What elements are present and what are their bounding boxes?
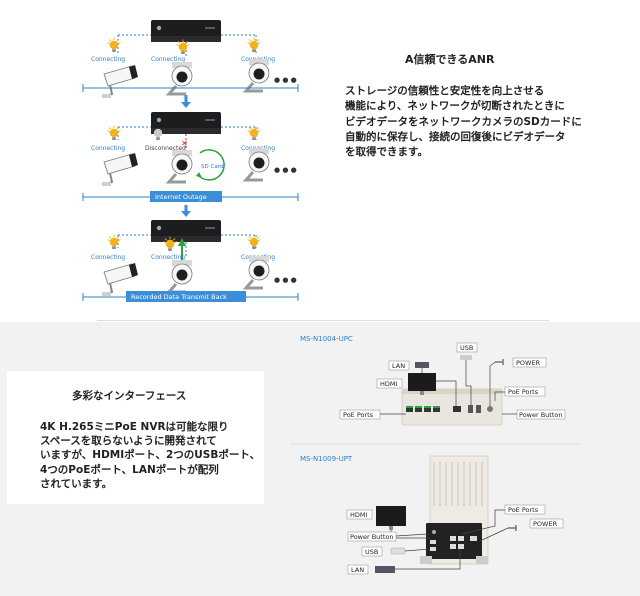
anr-title: A信頼できるANR — [405, 53, 495, 66]
connecting-label: Connecting — [151, 254, 185, 261]
lan-label-2: LAN — [351, 566, 364, 574]
usb-label-2: USB — [365, 548, 378, 556]
power-plug-icon — [508, 525, 517, 531]
disconnected-label: Disconnected — [145, 145, 186, 152]
usb-stick-icon — [390, 547, 406, 555]
poe-ports-label-left: PoE Ports — [343, 411, 374, 419]
usb-port — [476, 405, 481, 413]
poe-ports-label-right: PoE Ports — [508, 388, 539, 396]
bulb-icon — [107, 37, 121, 53]
interfaces-description-line: されています。 — [40, 477, 113, 490]
anr-panel-recovered: Connecting Connecting Connecting ● ● ● R… — [82, 220, 299, 302]
interfaces-description-line: 4K H.265ミニPoE NVRは可能な限り — [40, 421, 229, 433]
monitor-icon — [408, 373, 436, 391]
anr-description-line: 自動的に保存し、接続の回復後にビデオデータ — [345, 130, 566, 143]
anr-diagram: Connecting Connecting Connecting ● ● ● ✕… — [82, 20, 299, 302]
dome-camera-icon — [244, 57, 271, 93]
model-2-name: MS-N1009-UPT — [300, 455, 353, 463]
monitor-icon — [376, 506, 406, 526]
interfaces-description-line: いますが、HDMIポート、2つのUSBポート、 — [40, 449, 261, 462]
more-dots: ● ● ● — [274, 166, 297, 174]
internet-outage-band — [150, 191, 222, 202]
power-plug-icon — [495, 359, 504, 365]
disconnect-icon: ✕ — [181, 139, 188, 148]
bulb-icon — [107, 125, 121, 141]
power-label: POWER — [516, 359, 541, 367]
anr-section: Connecting Connecting Connecting ● ● ● ✕… — [82, 20, 610, 321]
usb-stick-icon — [460, 355, 472, 360]
model-2-diagram: MS-N1009-UPT HDMI PoE Ports POWER Power … — [300, 455, 564, 575]
interfaces-description-line: スペースを取らないように開発されて — [40, 435, 217, 448]
up-arrow-icon — [178, 238, 186, 246]
bulb-icon — [163, 236, 177, 252]
model-1-diagram: MS-N1004-UPC LAN USB POWER — [300, 335, 566, 426]
power-button-label: Power Button — [519, 411, 563, 419]
transmit-back-label: Recorded Data Transmit Back — [131, 293, 227, 301]
dome-camera-icon — [167, 258, 194, 294]
bulb-icon — [247, 234, 261, 250]
bulb-icon — [107, 234, 121, 250]
nvr-device — [151, 220, 221, 242]
internet-outage-label: Internet Outage — [155, 193, 207, 201]
more-dots: ● ● ● — [274, 76, 297, 84]
transmit-back-band — [126, 291, 246, 302]
usb-port — [468, 405, 473, 413]
hdmi-label-2: HDMI — [350, 511, 368, 519]
power-button-label-2: Power Button — [350, 533, 394, 541]
interfaces-description: 4K H.265ミニPoE NVRは可能な限り スペースを取らないように開発され… — [40, 420, 264, 491]
router-icon — [415, 362, 429, 368]
sd-card-cycle-icon — [198, 149, 225, 181]
anr-description: ストレージの信頼性と安定性を向上させる 機能により、ネットワークが切断されたとき… — [345, 84, 610, 160]
anr-description-line: ビデオデータをネットワークカメラのSDカードに — [345, 115, 582, 128]
power-label-2: POWER — [533, 520, 558, 528]
usb-label: USB — [460, 344, 473, 352]
interfaces-description-line: 4つのPoEポート、LANポートが配列 — [40, 463, 219, 476]
router-icon — [375, 566, 395, 573]
dome-camera-icon — [167, 60, 194, 96]
connecting-label: Connecting — [91, 145, 125, 152]
poe-ports-label-2: PoE Ports — [508, 506, 539, 514]
bullet-camera-icon — [101, 64, 139, 99]
bulb-icon — [176, 39, 190, 55]
section-divider — [97, 320, 549, 321]
anr-description-line: を取得できます。 — [345, 146, 428, 159]
bulb-icon — [247, 37, 261, 53]
down-arrow-icon — [181, 211, 191, 217]
poe-ports-group — [406, 406, 440, 412]
dome-camera-icon — [244, 254, 271, 290]
anr-panel-normal: Connecting Connecting Connecting ● ● ● — [82, 20, 299, 99]
bulb-icon — [247, 125, 261, 141]
connecting-label: Connecting — [91, 254, 125, 261]
anr-panel-outage: ✕ Connecting Disconnected Connecting SD … — [82, 112, 299, 202]
power-port — [487, 406, 493, 412]
lan-port — [453, 406, 461, 412]
down-arrow-icon — [181, 102, 191, 108]
connecting-label: Connecting — [151, 56, 185, 63]
interfaces-text-card — [7, 371, 264, 504]
connecting-label: Connecting — [91, 56, 125, 63]
model-1-name: MS-N1004-UPC — [300, 335, 353, 343]
hdmi-label: HDMI — [380, 380, 398, 388]
interfaces-title: 多彩なインターフェース — [72, 390, 187, 402]
more-dots: ● ● ● — [274, 276, 297, 284]
dome-camera-icon — [244, 146, 271, 182]
sd-card-label: SD Card — [201, 164, 223, 170]
ports-diagram: MS-N1004-UPC LAN USB POWER — [290, 335, 580, 575]
lan-label: LAN — [392, 362, 405, 370]
bullet-camera-icon — [101, 152, 139, 187]
nvr-device — [151, 20, 221, 42]
bulb-off-icon — [153, 128, 163, 140]
dome-camera-icon — [167, 148, 194, 184]
anr-description-line: 機能により、ネットワークが切断されたときに — [345, 100, 565, 113]
anr-description-line: ストレージの信頼性と安定性を向上させる — [345, 85, 545, 97]
